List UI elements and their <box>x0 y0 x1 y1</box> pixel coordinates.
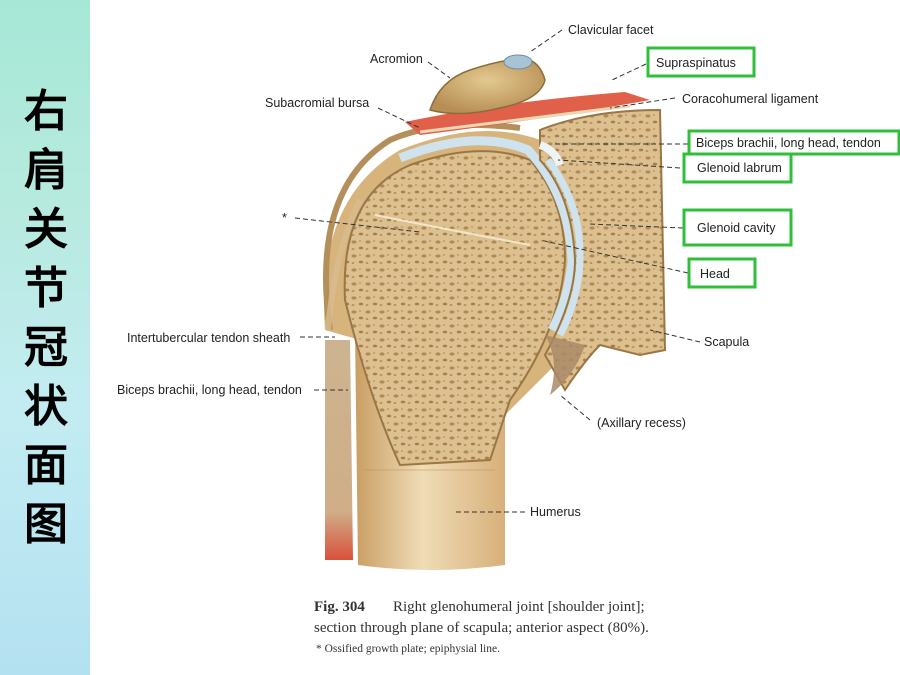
label-asterisk: * <box>282 211 287 225</box>
label-glenoid-cavity: Glenoid cavity <box>697 221 776 235</box>
label-biceps-long-head-left: Biceps brachii, long head, tendon <box>117 383 302 397</box>
label-acromion: Acromion <box>370 52 423 66</box>
vertical-title: 右 肩 关 节 冠 状 面 图 <box>10 82 82 554</box>
title-char: 状 <box>24 381 68 432</box>
highlight-box-head <box>687 257 757 289</box>
label-glenoid-labrum: Glenoid labrum <box>697 161 782 175</box>
title-char: 面 <box>24 440 68 491</box>
label-coracohumeral-ligament: Coracohumeral ligament <box>682 92 819 106</box>
title-char: 节 <box>24 263 68 314</box>
sidebar-panel: 右 肩 关 节 冠 状 面 图 <box>0 0 90 675</box>
glenoid-cartilage <box>545 157 584 337</box>
title-char: 肩 <box>24 145 68 196</box>
label-humerus: Humerus <box>530 505 581 519</box>
title-char: 图 <box>24 499 68 550</box>
highlight-box-supraspinatus <box>646 46 756 78</box>
highlight-box-biceps-tendon <box>687 129 900 156</box>
label-scapula: Scapula <box>704 335 749 349</box>
clavicular-facet-shape <box>503 54 533 70</box>
label-head: Head <box>700 267 730 281</box>
caption-line-2: section through plane of scapula; anteri… <box>314 620 649 636</box>
label-axillary-recess: (Axillary recess) <box>597 416 686 430</box>
caption-fig-number: Fig. 304 <box>314 599 365 615</box>
acromion-bone <box>429 57 546 115</box>
glenoid-labrum-shape <box>538 141 564 167</box>
caption-line-1: Right glenohumeral joint [shoulder joint… <box>393 599 645 615</box>
epiphysial-line <box>374 214 531 246</box>
caption-footnote: * Ossified growth plate; epiphysial line… <box>316 643 500 655</box>
label-biceps-long-head-right: Biceps brachii, long head, tendon <box>696 136 881 150</box>
axillary-recess-shape <box>545 335 585 395</box>
label-intertubercular-sheath: Intertubercular tendon sheath <box>127 331 290 345</box>
highlight-box-glenoid-cavity <box>682 208 793 247</box>
title-char: 右 <box>24 86 68 137</box>
supraspinatus-muscle <box>405 92 650 135</box>
articular-cartilage <box>398 136 577 333</box>
title-char: 冠 <box>24 322 68 373</box>
label-clavicular-facet: Clavicular facet <box>568 23 654 37</box>
title-char: 关 <box>24 204 68 255</box>
biceps-tendon-left <box>325 340 353 560</box>
highlight-box-glenoid-labrum <box>682 152 793 184</box>
label-supraspinatus: Supraspinatus <box>656 56 736 70</box>
label-subacromial-bursa: Subacromial bursa <box>265 96 369 110</box>
